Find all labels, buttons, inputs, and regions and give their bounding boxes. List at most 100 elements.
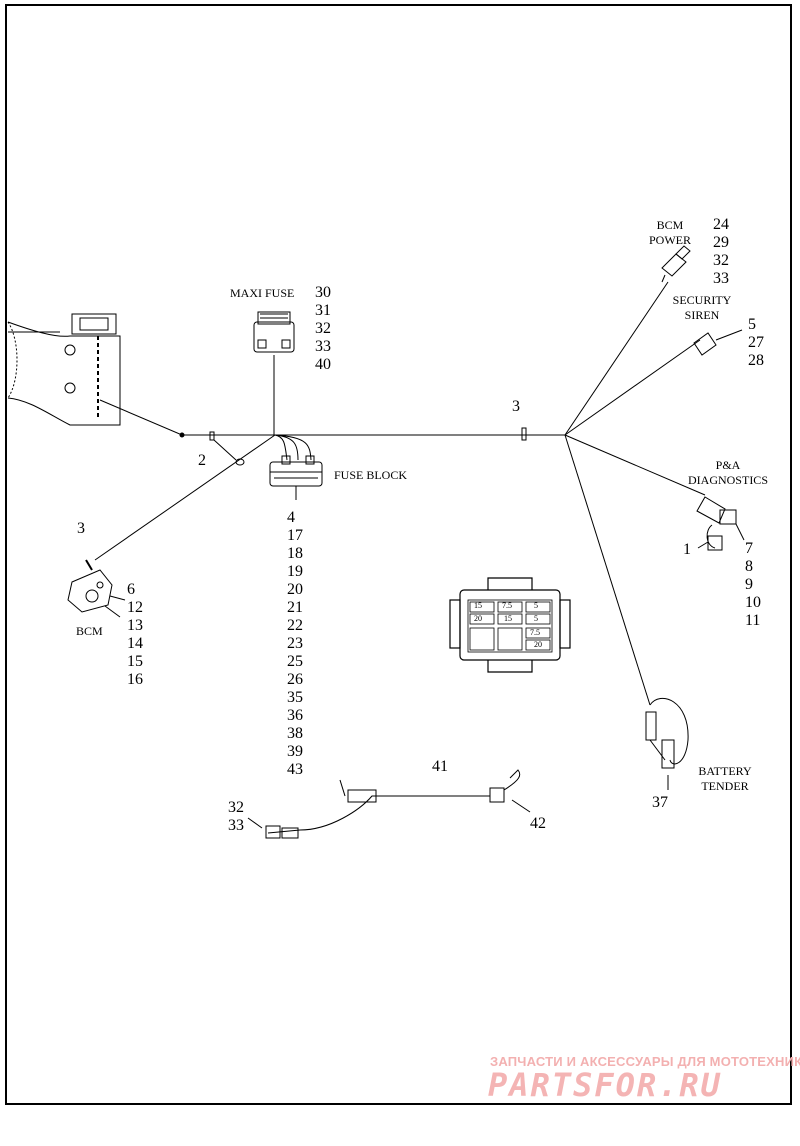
callout: 33 [713,270,729,287]
callout: 13 [127,617,143,634]
siren-connector [693,332,717,356]
callout: 33 [228,817,244,834]
bcm-power-connector [661,253,687,277]
fuse-block-inset [449,577,571,673]
callout: 24 [713,216,729,233]
inset-cell-6: 5 [534,614,538,623]
fuse-block-body [269,461,323,487]
inset-cell-7: 7.5 [530,628,540,637]
battery-branch [564,434,651,706]
callout-3-bcm: 3 [77,520,85,537]
callout: 7 [745,540,753,557]
callout: 28 [748,352,764,369]
inset-cell-2: 7.5 [502,601,512,610]
security-siren-line-1: SECURITY [672,293,732,307]
callout: 30 [315,284,331,301]
callout: 23 [287,635,303,652]
battery-tender-label: BATTERY TENDER [690,764,760,794]
callout: 18 [287,545,303,562]
inset-cell-4: 20 [474,614,482,623]
callout: 32 [713,252,729,269]
inset-cell-8: 20 [534,640,542,649]
diagram-frame [5,4,792,1105]
maxi-fuse-callouts: 30 31 32 33 40 [315,284,331,374]
callout: 4 [287,509,295,526]
callout-1: 1 [683,541,691,558]
bottom-left-callouts: 32 33 [228,799,244,835]
bcm-label: BCM [76,624,103,638]
fuse-block-label: FUSE BLOCK [334,468,408,482]
callout: 36 [287,707,303,724]
callout: 11 [745,612,761,629]
security-siren-label: SECURITY SIREN [666,293,738,323]
accessory-end-connector [489,787,505,803]
battery-tender-loop [649,697,689,765]
callout: 17 [287,527,303,544]
callout: 20 [287,581,303,598]
callout-37: 37 [652,794,668,811]
pa-connector [696,496,726,524]
maxi-fuse-label: MAXI FUSE [230,286,295,300]
callout: 25 [287,653,303,670]
battery-tender-connector [645,711,657,741]
clip-2 [209,431,215,441]
watermark-tagline: ЗАПЧАСТИ И АКСЕССУАРЫ ДЛЯ МОТОТЕХНИКИ [490,1054,800,1069]
callout: 5 [748,316,756,333]
accessory-harness [267,795,490,834]
bcm-power-line-2: POWER [649,233,691,247]
callout: 35 [287,689,303,706]
callout: 32 [228,799,244,816]
pa-branch [564,434,706,496]
callout-3-main: 3 [512,398,520,415]
callout: 8 [745,558,753,575]
callout: 29 [713,234,729,251]
callout: 21 [287,599,303,616]
siren-callouts: 5 27 28 [748,316,764,370]
callout: 39 [287,743,303,760]
maxi-fuse-body [253,321,295,353]
clip-3 [521,427,527,441]
pa-line-1: P&A [715,458,741,472]
bcm-power-label: BCM POWER [645,218,695,248]
watermark-logo: PARTSFOR.RU [488,1066,722,1104]
security-siren-line-2: SIREN [684,308,720,322]
bcm-power-line-1: BCM [656,218,684,232]
callout: 43 [287,761,303,778]
callout: 33 [315,338,331,355]
bcm-power-branch [564,281,669,436]
bcm-body [67,569,113,613]
callout-42: 42 [530,815,546,832]
callout: 15 [127,653,143,670]
callout: 31 [315,302,331,319]
pa-line-2: DIAGNOSTICS [687,473,768,487]
frame-rail [7,321,121,426]
callout-41: 41 [432,758,448,775]
battery-line-2: TENDER [701,779,749,793]
callout: 14 [127,635,143,652]
frame-bracket [71,313,117,335]
callout: 26 [287,671,303,688]
pa-diagnostics-label: P&A DIAGNOSTICS [678,458,778,488]
main-harness [99,399,565,436]
callout: 9 [745,576,753,593]
siren-branch [564,339,701,436]
callout: 38 [287,725,303,742]
bcm-power-callouts: 24 29 32 33 [713,216,729,288]
inset-cell-1: 15 [474,601,482,610]
callout: 22 [287,617,303,634]
callout: 32 [315,320,331,337]
callout: 40 [315,356,331,373]
callout-2: 2 [198,452,206,469]
callout: 6 [127,581,135,598]
inset-cell-3: 5 [534,601,538,610]
callout: 10 [745,594,761,611]
callout: 16 [127,671,143,688]
bcm-callouts: 6 12 13 14 15 16 [127,581,143,689]
battery-line-1: BATTERY [698,764,752,778]
inset-cell-5: 15 [504,614,512,623]
callout: 12 [127,599,143,616]
bcm-branch [94,434,276,561]
callout: 27 [748,334,764,351]
